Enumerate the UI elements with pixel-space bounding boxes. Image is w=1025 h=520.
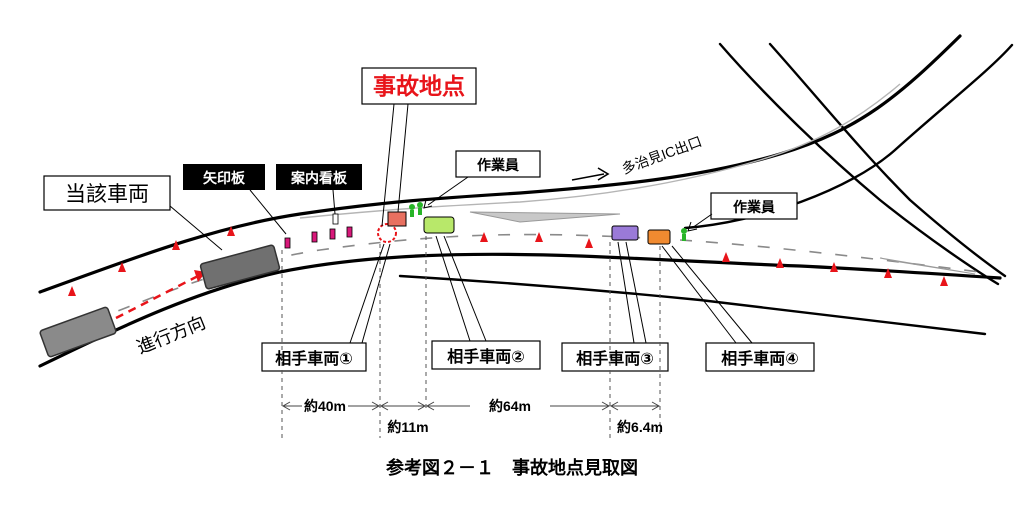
dimension-arrow [609,401,619,411]
own-vehicle-box [43,175,171,211]
cone [722,252,730,262]
gore-hatch [469,211,976,275]
worker-1-leader-arrow [423,199,433,209]
worker-figure [417,202,423,208]
other-vehicle-2 [423,216,455,234]
arrow-board-light [329,228,336,240]
dimension-arrow [281,401,291,411]
other-vehicle-4-box [705,342,815,372]
worker-figure [681,228,687,234]
exit-arrow [571,173,605,181]
other-vehicle-1-box [261,342,367,372]
dimension-arrow [651,401,661,411]
other-vehicle-4-label: 相手車両④ [721,349,799,368]
guide-sign-leader [332,189,336,215]
direction-label: 進行方向 [134,312,208,358]
workers-2 [681,228,687,241]
dimension-arrow [417,401,427,411]
cone [535,232,543,242]
worker-2-leader [691,213,713,229]
road-far-edge [398,274,987,336]
cone [227,226,235,236]
arrow-board-label: 矢印板 [203,170,246,186]
other-vehicle-3-label: 相手車両③ [576,349,654,368]
guide-sign-box [276,164,362,190]
dimension-arrow [601,401,611,411]
exit-label: 多治見IC出口 [620,133,704,177]
arrow-board-light [346,226,353,238]
dimension-arrow [379,401,389,411]
ramp-curve-far-2 [768,42,1007,278]
dimension-arrow [425,401,435,411]
worker-2-box [710,192,798,220]
exit-arrow-head [597,167,610,181]
travel-path-arrow [115,274,199,320]
own-vehicle-leader [169,205,223,251]
cone [776,258,784,268]
arrow-board-box [183,164,265,190]
own-vehicle-label: 当該車両 [65,183,149,206]
other-vehicle-4 [647,229,671,245]
worker-figure [682,234,686,241]
other-vehicle-2-leader [443,235,487,342]
dimension-lines [281,236,661,438]
other-vehicle-2-leader [435,235,471,342]
accident-point-label: 事故地点 [373,73,465,99]
accident-point-box [361,67,477,105]
other-vehicle-3 [611,225,639,241]
arrow-board-lights [284,213,353,249]
own-vehicle [199,244,281,290]
worker-1-box [455,150,541,178]
worker-2-label: 作業員 [733,199,775,215]
dimension-arrow [371,401,381,411]
distance-3-label: 約64m [489,398,531,414]
guide-sign-label: 案内看板 [290,170,348,186]
worker-figure [409,204,415,210]
accident-point-marker [377,223,397,243]
worker-figure [418,208,422,215]
cone [585,238,593,248]
own-vehicle-trail [39,244,281,358]
cone [830,262,838,272]
other-vehicle-1-leader [349,243,385,344]
arrow-board-light [311,231,318,243]
arrow-board-leader [249,189,287,235]
other-vehicle-3-leader [617,241,635,344]
other-vehicle-1-label: 相手車両① [275,349,353,368]
cone [940,276,948,286]
other-vehicle-3-box [561,342,669,372]
other-vehicle-1 [387,211,407,227]
figure-caption: 参考図２－１ 事故地点見取図 [386,457,638,478]
cone [118,262,126,272]
cone [480,232,488,242]
accident-leader [381,103,395,227]
worker-1-leader [427,176,469,206]
workers-1 [409,202,423,217]
arrow-board-light [284,237,291,249]
lane-marking-exit [299,83,901,219]
road-upper-edge [38,34,962,294]
worker-2-leader-arrow [687,221,698,232]
other-vehicle-3-leader [625,241,647,344]
other-vehicle-4-leader [671,245,753,344]
ramp-curve-far [718,42,1000,286]
other-vehicle-4-leader [661,245,737,344]
distance-1-label: 約40m [304,398,346,414]
worker-figure [410,210,414,217]
own-vehicle-previous [39,306,117,358]
distance-2-label: 約11m [387,419,428,435]
accident-leader [397,103,409,213]
guide-sign-post [332,213,339,225]
other-vehicle-2-label: 相手車両② [447,347,525,366]
traffic-cones [68,226,948,296]
road-lower-edge [38,252,1002,368]
distance-4-label: 約6.4m [617,419,663,435]
cone [172,240,180,250]
other-vehicle-1-leader [361,243,391,344]
worker-1-label: 作業員 [477,157,519,173]
cone [884,268,892,278]
cone [68,286,76,296]
